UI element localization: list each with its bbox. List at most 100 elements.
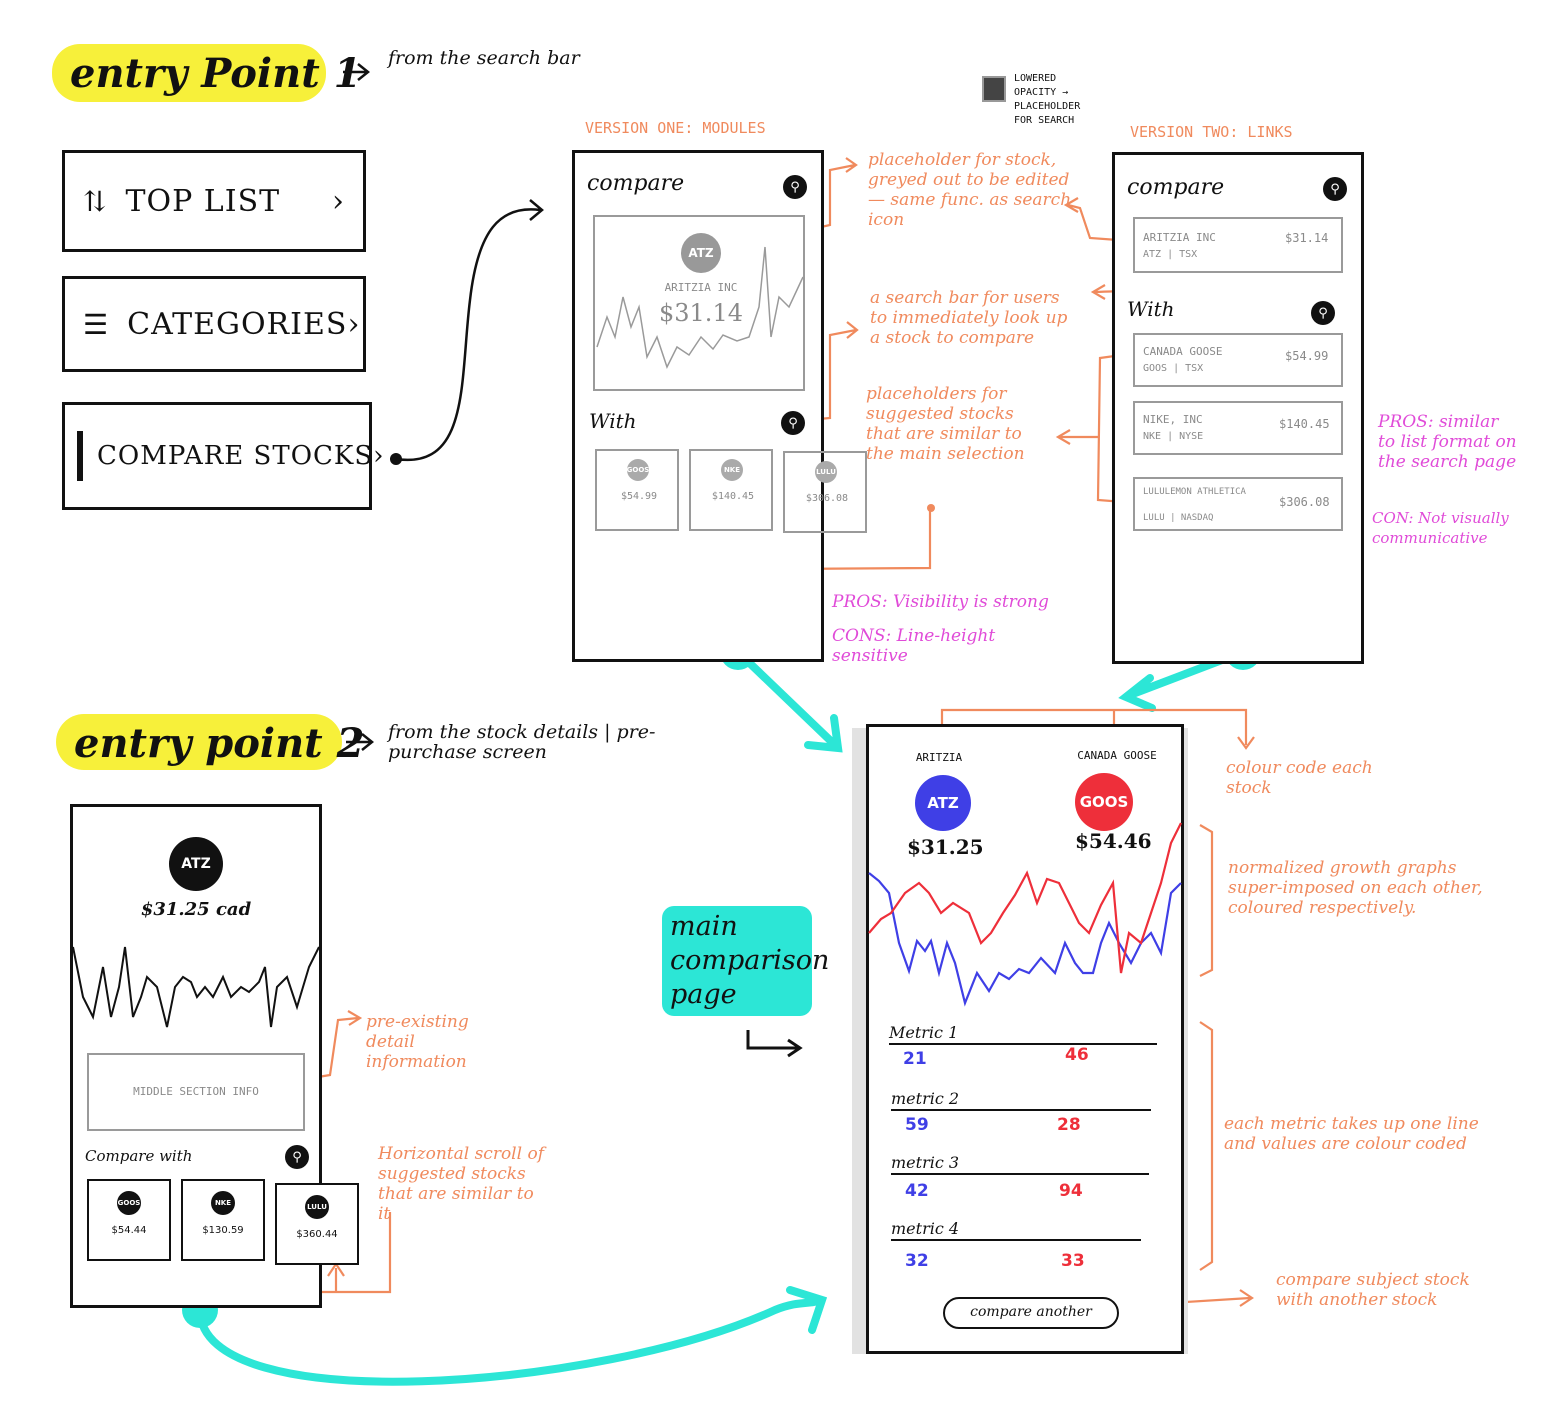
v2-lulu-name: LULULEMON ATHLETICA [1143,487,1246,497]
main-stock-placeholder[interactable]: ATZ ARITZIA INC $31.14 [593,215,805,391]
chevron-right-icon: › [373,441,385,471]
metric-3-right: 94 [1059,1181,1083,1201]
lulu-logo: LULU [815,461,837,483]
v2-goos-name: CANADA GOOSE [1143,345,1223,358]
version-one-cons: CONS: Line-height sensitive [832,626,996,666]
middle-section-info: MIDDLE SECTION INFO [87,1053,305,1131]
e2-card-lulu[interactable]: LULU $360.44 [275,1183,359,1265]
compare-with-search-icon[interactable]: ⚲ [285,1145,309,1169]
entry-2-price: $31.25 cad [140,899,252,920]
metric-row-2: metric 2 [891,1089,1151,1111]
lulu-logo-black: LULU [305,1195,329,1219]
menu-compare-stocks[interactable]: COMPARE STOCKS › [62,402,384,510]
with-search-icon[interactable]: ⚲ [781,411,805,435]
v2-goos-sub: GOOS | TSX [1143,363,1204,374]
v2-search-icon[interactable]: ⚲ [1323,177,1347,201]
metric-row-3: metric 3 [891,1153,1149,1175]
menu-categories[interactable]: ☰ CATEGORIES › [62,276,366,372]
atz-logo-black: ATZ [169,837,223,891]
entry-point-1-note: from the search bar [388,47,580,69]
nke-price: $140.45 [711,491,755,502]
v2-nke-sub: NKE | NYSE [1143,431,1204,442]
annotation-pre-existing: pre-existing detail information [366,1012,469,1072]
v2-main-stock-row[interactable]: ARITZIA INC ATZ | TSX $31.14 [1133,217,1343,273]
metric-4-label: metric 4 [891,1219,960,1238]
main-comparison-phone: ARITZIA CANADA GOOSE ATZ GOOS $31.25 $54… [866,724,1184,1354]
version-two-phone: compare ⚲ ARITZIA INC ATZ | TSX $31.14 W… [1112,152,1364,664]
chevron-right-icon: › [347,306,361,342]
search-icon[interactable]: ⚲ [783,175,807,199]
v2-main-name: ARITZIA INC [1143,231,1216,244]
menu-top-list[interactable]: ⇅ TOP LIST › [62,150,366,252]
nke-logo: NKE [721,459,743,481]
menu-top-list-label: TOP LIST [125,183,281,219]
entry-point-1-title: entry Point 1 [52,44,361,102]
middle-section-label: MIDDLE SECTION INFO [133,1085,259,1098]
annotation-horizontal-scroll: Horizontal scroll of suggested stocks th… [378,1144,544,1224]
version-one-phone: compare ⚲ ATZ ARITZIA INC $31.14 With ⚲ … [572,150,867,662]
suggested-card-goos[interactable]: GOOS $54.99 [595,449,679,531]
compare-with-title: Compare with [85,1147,193,1165]
e2-lulu-price: $360.44 [296,1229,338,1240]
placeholder-swatch [982,76,1006,102]
annotation-suggested: placeholders for suggested stocks that a… [866,384,1025,464]
main-stock-name: ARITZIA INC [664,281,738,294]
v2-list-row-goos[interactable]: CANADA GOOSE GOOS | TSX $54.99 [1133,333,1343,387]
v2-main-price: $31.14 [1285,231,1329,245]
lulu-price: $306.08 [805,493,849,504]
annotation-compare-another: compare subject stock with another stock [1276,1270,1470,1310]
annotation-metrics: each metric takes up one line and values… [1224,1114,1479,1154]
v2-with-search-icon[interactable]: ⚲ [1311,301,1335,325]
goos-price: $54.99 [620,491,658,502]
suggested-card-nke[interactable]: NKE $140.45 [689,449,773,531]
right-series-line [868,822,1182,974]
compare-title: compare [587,171,685,196]
version-two-pros: PROS: similar to list format on the sear… [1378,412,1517,472]
v2-nke-name: NIKE, INC [1143,413,1203,426]
entry-point-2-note: from the stock details | pre-purchase sc… [388,721,656,763]
metric-1-left: 21 [903,1049,927,1069]
metric-row-1: Metric 1 [889,1023,1157,1045]
metric-2-label: metric 2 [891,1089,960,1108]
v2-lulu-sub: LULU | NASDAQ [1143,513,1214,523]
v2-compare-title: compare [1127,175,1225,200]
compare-icon [77,431,83,481]
with-title: With [589,409,637,433]
version-one-header: VERSION ONE: MODULES [585,119,766,137]
entry-point-2-title: entry point 2 [56,714,364,770]
list-icon: ☰ [83,307,110,341]
metric-row-4: metric 4 [891,1219,1141,1241]
metric-1-label: Metric 1 [889,1023,959,1042]
v2-nke-price: $140.45 [1279,417,1330,431]
metric-4-right: 33 [1061,1251,1085,1271]
atz-logo: ATZ [681,233,721,273]
e2-goos-price: $54.44 [111,1225,147,1236]
v2-goos-price: $54.99 [1285,349,1329,363]
left-stock-name: ARITZIA [915,751,963,764]
chevron-right-icon: › [332,183,345,219]
right-stock-name: CANADA GOOSE [1077,749,1157,762]
annotation-placeholder-stock: placeholder for stock, greyed out to be … [868,150,1072,230]
v2-list-row-nke[interactable]: NIKE, INC NKE | NYSE $140.45 [1133,401,1343,455]
metric-1-right: 46 [1065,1045,1089,1065]
main-comparison-label: main comparison page [662,906,830,1016]
version-two-header: VERSION TWO: LINKS [1130,123,1293,141]
nke-logo-black: NKE [211,1191,235,1215]
e2-card-nke[interactable]: NKE $130.59 [181,1179,265,1261]
compare-another-button[interactable]: compare another [943,1297,1119,1329]
menu-categories-label: CATEGORIES [127,306,348,342]
e2-card-goos[interactable]: GOOS $54.44 [87,1179,171,1261]
metric-2-right: 28 [1057,1115,1081,1135]
version-one-pros: PROS: Visibility is strong [832,592,1049,612]
right-stock-price: $54.46 [1075,829,1152,853]
v2-lulu-price: $306.08 [1279,495,1330,509]
entry-2-price-chart [72,946,320,1028]
main-stock-sparkline [596,246,804,369]
goos-logo-black: GOOS [117,1191,141,1215]
goos-logo: GOOS [627,459,649,481]
suggested-card-lulu[interactable]: LULU $306.08 [783,451,867,533]
sort-arrows-icon: ⇅ [83,184,108,218]
v2-list-row-lulu[interactable]: LULULEMON ATHLETICA LULU | NASDAQ $306.0… [1133,477,1343,531]
main-comparison-label-text: main comparison page [670,911,830,1010]
v2-with-title: With [1127,297,1175,321]
